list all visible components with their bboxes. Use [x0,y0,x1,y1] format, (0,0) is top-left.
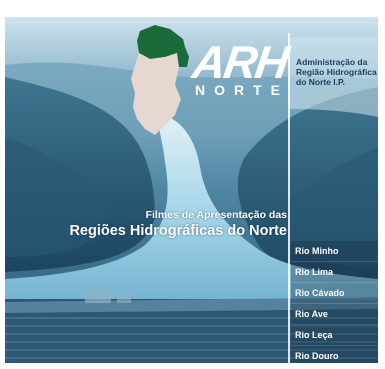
org-name-line: Administração da [296,57,368,67]
org-name-line: Região Hidrográfica [296,67,377,77]
vertical-divider [288,33,290,363]
menu-item-rio-lima[interactable]: Rio Lima [291,262,378,283]
tagline-line-2: Regiões Hidrográficas do Norte [69,222,287,239]
arh-logo: ARH [189,36,291,88]
norte-logo: NORTE [195,82,289,98]
tagline: Filmes de Apresentação das Regiões Hidro… [65,210,287,238]
organization-name: Administração da Região Hidrográfica do … [296,57,377,87]
tagline-line-1: Filmes de Apresentação das [145,209,287,221]
menu-item-rio-cavado[interactable]: Rio Cávado [291,283,378,304]
portugal-map-icon [131,25,189,135]
menu-item-rio-minho[interactable]: Rio Minho [291,241,378,262]
menu-item-rio-ave[interactable]: Rio Ave [291,304,378,325]
menu-item-rio-leca[interactable]: Rio Leça [291,325,378,346]
river-menu: Rio Minho Rio Lima Rio Cávado Rio Ave Ri… [291,241,378,363]
river-landscape-background [5,17,378,363]
splash-frame: ARH NORTE Administração da Região Hidrog… [5,17,378,363]
menu-item-rio-douro[interactable]: Rio Douro [291,346,378,363]
org-name-line: do Norte I.P. [296,77,345,87]
